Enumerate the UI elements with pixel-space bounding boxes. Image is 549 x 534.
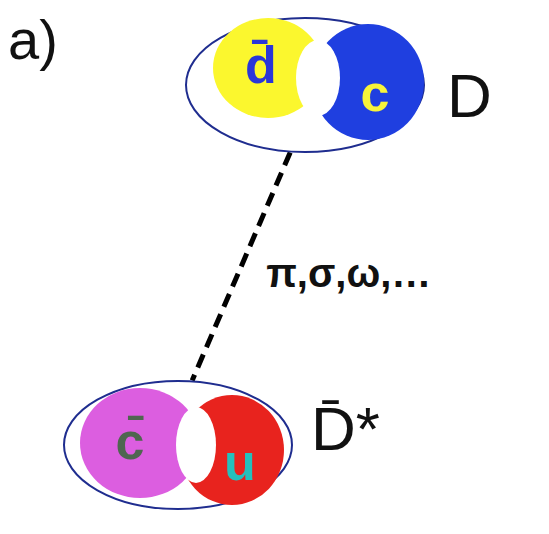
quark-label: u — [224, 436, 256, 488]
meson-name: D̄* — [311, 398, 380, 460]
meson-ellipse: Dd̄c — [185, 17, 425, 153]
quark-label: d̄ — [245, 39, 277, 91]
meson-ellipse: D̄*c̄u — [63, 380, 293, 510]
exchange-label: π,σ,ω,… — [263, 252, 434, 294]
quark-label: c̄ — [116, 415, 145, 467]
quark-label: c — [361, 67, 390, 119]
overlap-highlight — [185, 17, 425, 153]
overlap-highlight — [63, 380, 293, 510]
meson-name: D — [447, 65, 492, 127]
panel-label: a) — [8, 12, 58, 68]
